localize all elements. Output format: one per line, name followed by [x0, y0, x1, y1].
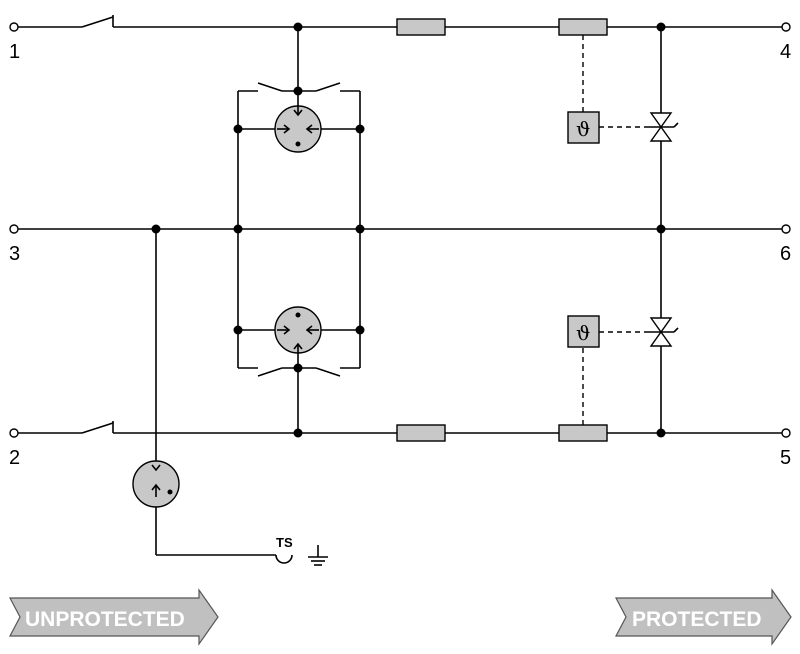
ptc-bottom — [558, 424, 608, 442]
terminal-label-5: 5 — [780, 447, 791, 469]
tvs-diode-top — [649, 112, 673, 129]
thermal-symbol-top: ϑ — [576, 117, 590, 141]
terminal-label-3: 3 — [9, 243, 20, 265]
terminal-1 — [9, 22, 19, 32]
thermal-sensor-top — [567, 111, 600, 144]
tvs-diode-bottom — [649, 317, 673, 334]
unprotected-label: UNPROTECTED — [25, 608, 185, 631]
thermal-symbol-bottom: ϑ — [576, 321, 590, 345]
junction-dots — [151, 22, 666, 438]
terminal-3 — [9, 224, 19, 234]
terminal-label-1: 1 — [9, 41, 20, 63]
ptc-top — [558, 18, 608, 36]
thermal-coupling — [567, 35, 648, 425]
resistor-top — [396, 18, 446, 36]
terminal-label-6: 6 — [780, 243, 791, 265]
lower-gdt-network — [237, 229, 361, 433]
terminal-4 — [781, 22, 791, 32]
terminal-6 — [781, 224, 791, 234]
ground-gdt-network — [132, 229, 328, 566]
line-1 — [18, 15, 782, 28]
protected-label: PROTECTED — [632, 608, 762, 631]
thermal-sensor-bottom — [567, 315, 600, 348]
upper-gdt-network — [237, 27, 361, 229]
terminal-label-4: 4 — [780, 41, 791, 63]
terminal-5 — [781, 428, 791, 438]
ts-label: TS — [276, 535, 293, 550]
terminal-2 — [9, 428, 19, 438]
resistor-bottom — [396, 424, 446, 442]
terminal-label-2: 2 — [9, 447, 20, 469]
protected-banner: PROTECTED — [615, 588, 792, 646]
line-2 — [18, 421, 782, 434]
unprotected-banner: UNPROTECTED — [9, 588, 219, 646]
